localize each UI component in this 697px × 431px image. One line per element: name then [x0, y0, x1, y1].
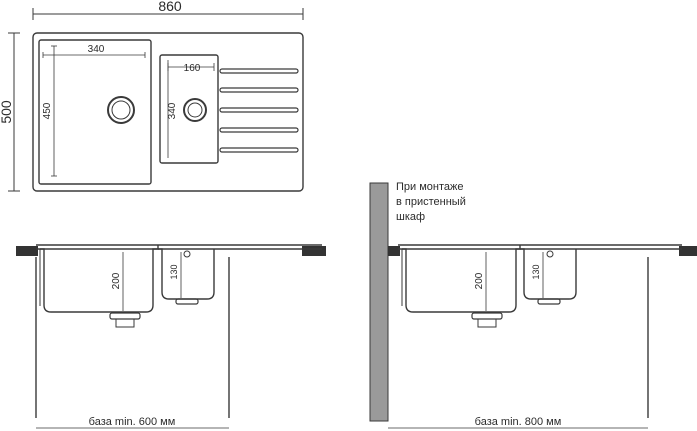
installation-note-line-3: шкаф	[396, 211, 425, 223]
left-main-depth-label: 200	[111, 272, 122, 289]
small-bowl-width-label: 160	[184, 63, 201, 74]
right-small-depth-label: 130	[531, 264, 541, 279]
left-small-drain	[175, 298, 199, 305]
wall	[369, 182, 389, 422]
overall-height-label: 500	[0, 100, 14, 124]
left-small-depth-label: 130	[169, 264, 179, 279]
left-base-label: база min. 600 мм	[89, 416, 176, 428]
installation-note: При монтаже в пристенный шкаф	[396, 181, 469, 223]
front-view-right: При монтаже в пристенный шкаф 200 130 ба…	[369, 181, 697, 429]
main-bowl	[38, 39, 152, 185]
installation-note-line-1: При монтаже	[396, 181, 464, 193]
left-countertop-left	[16, 246, 38, 256]
right-main-drain	[471, 312, 503, 320]
small-bowl	[159, 54, 219, 164]
installation-note-line-2: в пристенный	[396, 196, 466, 208]
main-bowl-drain	[107, 96, 135, 124]
left-countertop-right	[302, 246, 326, 256]
right-base-label: база min. 800 мм	[475, 416, 562, 428]
right-main-depth-label: 200	[474, 272, 485, 289]
small-bowl-height-label: 340	[167, 102, 178, 119]
main-bowl-width-label: 340	[88, 44, 105, 55]
sink-outline	[32, 32, 304, 192]
top-view: 860 500 340 450 160 340	[0, 0, 304, 192]
right-small-bowl-profile	[520, 248, 577, 300]
right-small-drain	[537, 298, 561, 305]
left-main-drain	[109, 312, 141, 320]
overall-width-label: 860	[158, 0, 182, 14]
right-countertop-right	[679, 246, 697, 256]
right-main-bowl-profile	[402, 245, 521, 313]
left-main-bowl-profile	[40, 245, 159, 313]
main-bowl-height-label: 450	[42, 102, 53, 119]
small-bowl-drain	[183, 98, 207, 122]
front-view-left: 200 130 база min. 600 мм	[16, 244, 326, 429]
drainer-grooves	[219, 68, 299, 153]
left-small-bowl-profile	[158, 248, 215, 300]
right-countertop-left	[388, 246, 400, 256]
